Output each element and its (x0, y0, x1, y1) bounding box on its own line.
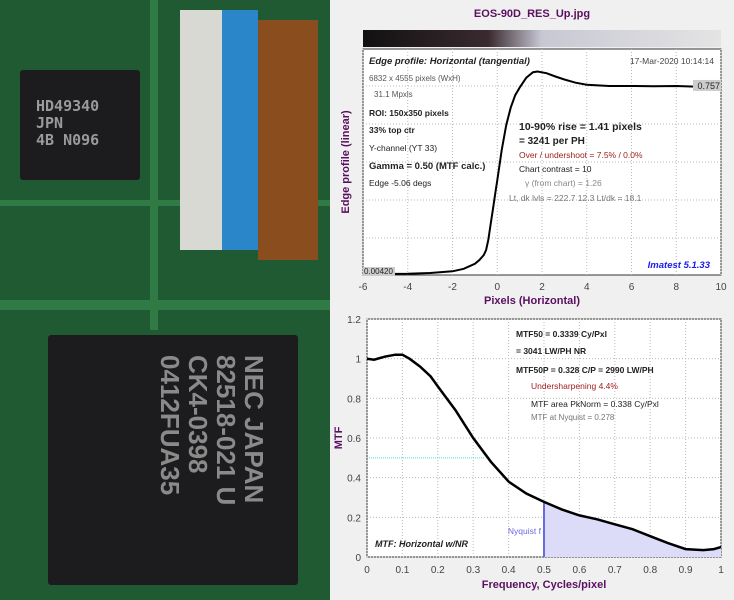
y-tick-label: 0.2 (347, 513, 361, 524)
contrast-text: Chart contrast = 10 (519, 164, 592, 174)
mtf50p-text: MTF50P = 0.328 C/P = 2990 LW/PH (516, 365, 654, 375)
y-tick-label: 0 (355, 553, 361, 564)
x-tick-label: 0.2 (431, 565, 445, 576)
circuit-board-photo: HD49340 JPN 4B N096 NEC JAPAN 82518-021 … (0, 0, 330, 600)
edge-gradient-bar (363, 30, 721, 47)
y-tick-label: 0.4 (347, 474, 361, 485)
mtf-title: MTF: Horizontal w/NR (375, 539, 468, 549)
y-axis-label: Edge profile (linear) (340, 110, 352, 214)
imatest-version: Imatest 5.1.33 (648, 260, 711, 271)
edge-info-text: 6832 x 4555 pixels (WxH) (369, 74, 461, 83)
pcb-trace (150, 0, 158, 330)
x-axis-label: Frequency, Cycles/pixel (482, 579, 607, 591)
chip-nec: NEC JAPAN 82518-021 U CK4-0398 0412FUA35 (48, 335, 298, 585)
mtf-nyquist-text: MTF at Nyquist = 0.278 (531, 413, 615, 422)
edge-subtitle: Edge profile: Horizontal (tangential) (369, 56, 530, 67)
pcb-trace (0, 200, 330, 206)
x-tick-label: 0.3 (466, 565, 480, 576)
y-tick-label: 0.8 (347, 394, 361, 405)
level-low-label: 0.00420 (364, 267, 393, 276)
x-axis-label: Pixels (Horizontal) (484, 295, 580, 307)
x-tick-label: 0.4 (502, 565, 516, 576)
edge-info-text: Y-channel (YT 33) (369, 143, 437, 153)
x-tick-label: 1 (718, 565, 724, 576)
x-tick-label: 2 (539, 282, 545, 293)
overshoot-text: Over / undershoot = 7.5% / 0.0% (519, 150, 643, 160)
x-tick-label: 0.9 (679, 565, 693, 576)
chart-title: EOS-90D_RES_Up.jpg (474, 8, 590, 20)
edge-profile-line (362, 70, 722, 275)
chip1-label: HD49340 JPN 4B N096 (36, 97, 100, 149)
y-tick-label: 1.2 (347, 315, 361, 326)
mtf50-text: MTF50 = 0.3339 Cy/Pxl (516, 329, 607, 339)
edge-info-text: 33% top ctr (369, 125, 416, 135)
x-tick-label: 0 (364, 565, 370, 576)
x-tick-label: 0.5 (537, 565, 551, 576)
x-tick-label: 4 (584, 282, 590, 293)
mtf-curve (366, 353, 722, 552)
lwph-text: = 3041 LW/PH NR (516, 346, 586, 356)
undersharpening-text: Undersharpening 4.4% (531, 381, 618, 391)
edge-info-text: Edge -5.06 degs (369, 178, 431, 188)
x-tick-label: 0.7 (608, 565, 622, 576)
x-tick-label: -4 (403, 282, 412, 293)
x-tick-label: -6 (359, 282, 368, 293)
x-tick-label: -2 (448, 282, 457, 293)
chip2-label: NEC JAPAN 82518-021 U CK4-0398 0412FUA35 (155, 355, 269, 506)
gamma-chart-text: γ (from chart) = 1.26 (525, 178, 602, 188)
x-tick-label: 8 (673, 282, 679, 293)
per-ph-text: = 3241 per PH (519, 136, 585, 147)
connector-housing (180, 10, 222, 250)
edge-info-text: ROI: 150x350 pixels (369, 108, 449, 118)
mtf-area-text: MTF area PkNorm = 0.338 Cy/Pxl (531, 399, 659, 409)
level-high-box (693, 79, 721, 91)
y-tick-label: 0.6 (347, 434, 361, 445)
x-tick-label: 0.1 (395, 565, 409, 576)
x-tick-label: 10 (715, 282, 727, 293)
edge-info-text: 31.1 Mpxls (374, 90, 413, 99)
rise-text: 10-90% rise = 1.41 pixels (519, 121, 642, 133)
x-tick-label: 0.8 (643, 565, 657, 576)
level-low-box (363, 267, 395, 276)
level-high-label: 0.757 (697, 81, 720, 91)
x-tick-label: 0 (494, 282, 500, 293)
nyquist-label: Nyquist f (508, 526, 542, 536)
levels-text: Lt, dk lvls = 222.7 12.3 Lt/dk = 18.1 (509, 193, 642, 203)
y-tick-label: 1 (355, 355, 361, 366)
edge-info-text: Gamma = 0.50 (MTF calc.) (369, 161, 485, 172)
timestamp: 17-Mar-2020 10:14:14 (630, 56, 714, 66)
chip-hd49340: HD49340 JPN 4B N096 (20, 70, 140, 180)
blue-connector (222, 10, 258, 250)
y-axis-label: MTF (333, 426, 345, 449)
flex-cable (258, 20, 318, 260)
x-tick-label: 6 (629, 282, 635, 293)
pcb-trace (0, 300, 330, 310)
x-tick-label: 0.6 (572, 565, 586, 576)
